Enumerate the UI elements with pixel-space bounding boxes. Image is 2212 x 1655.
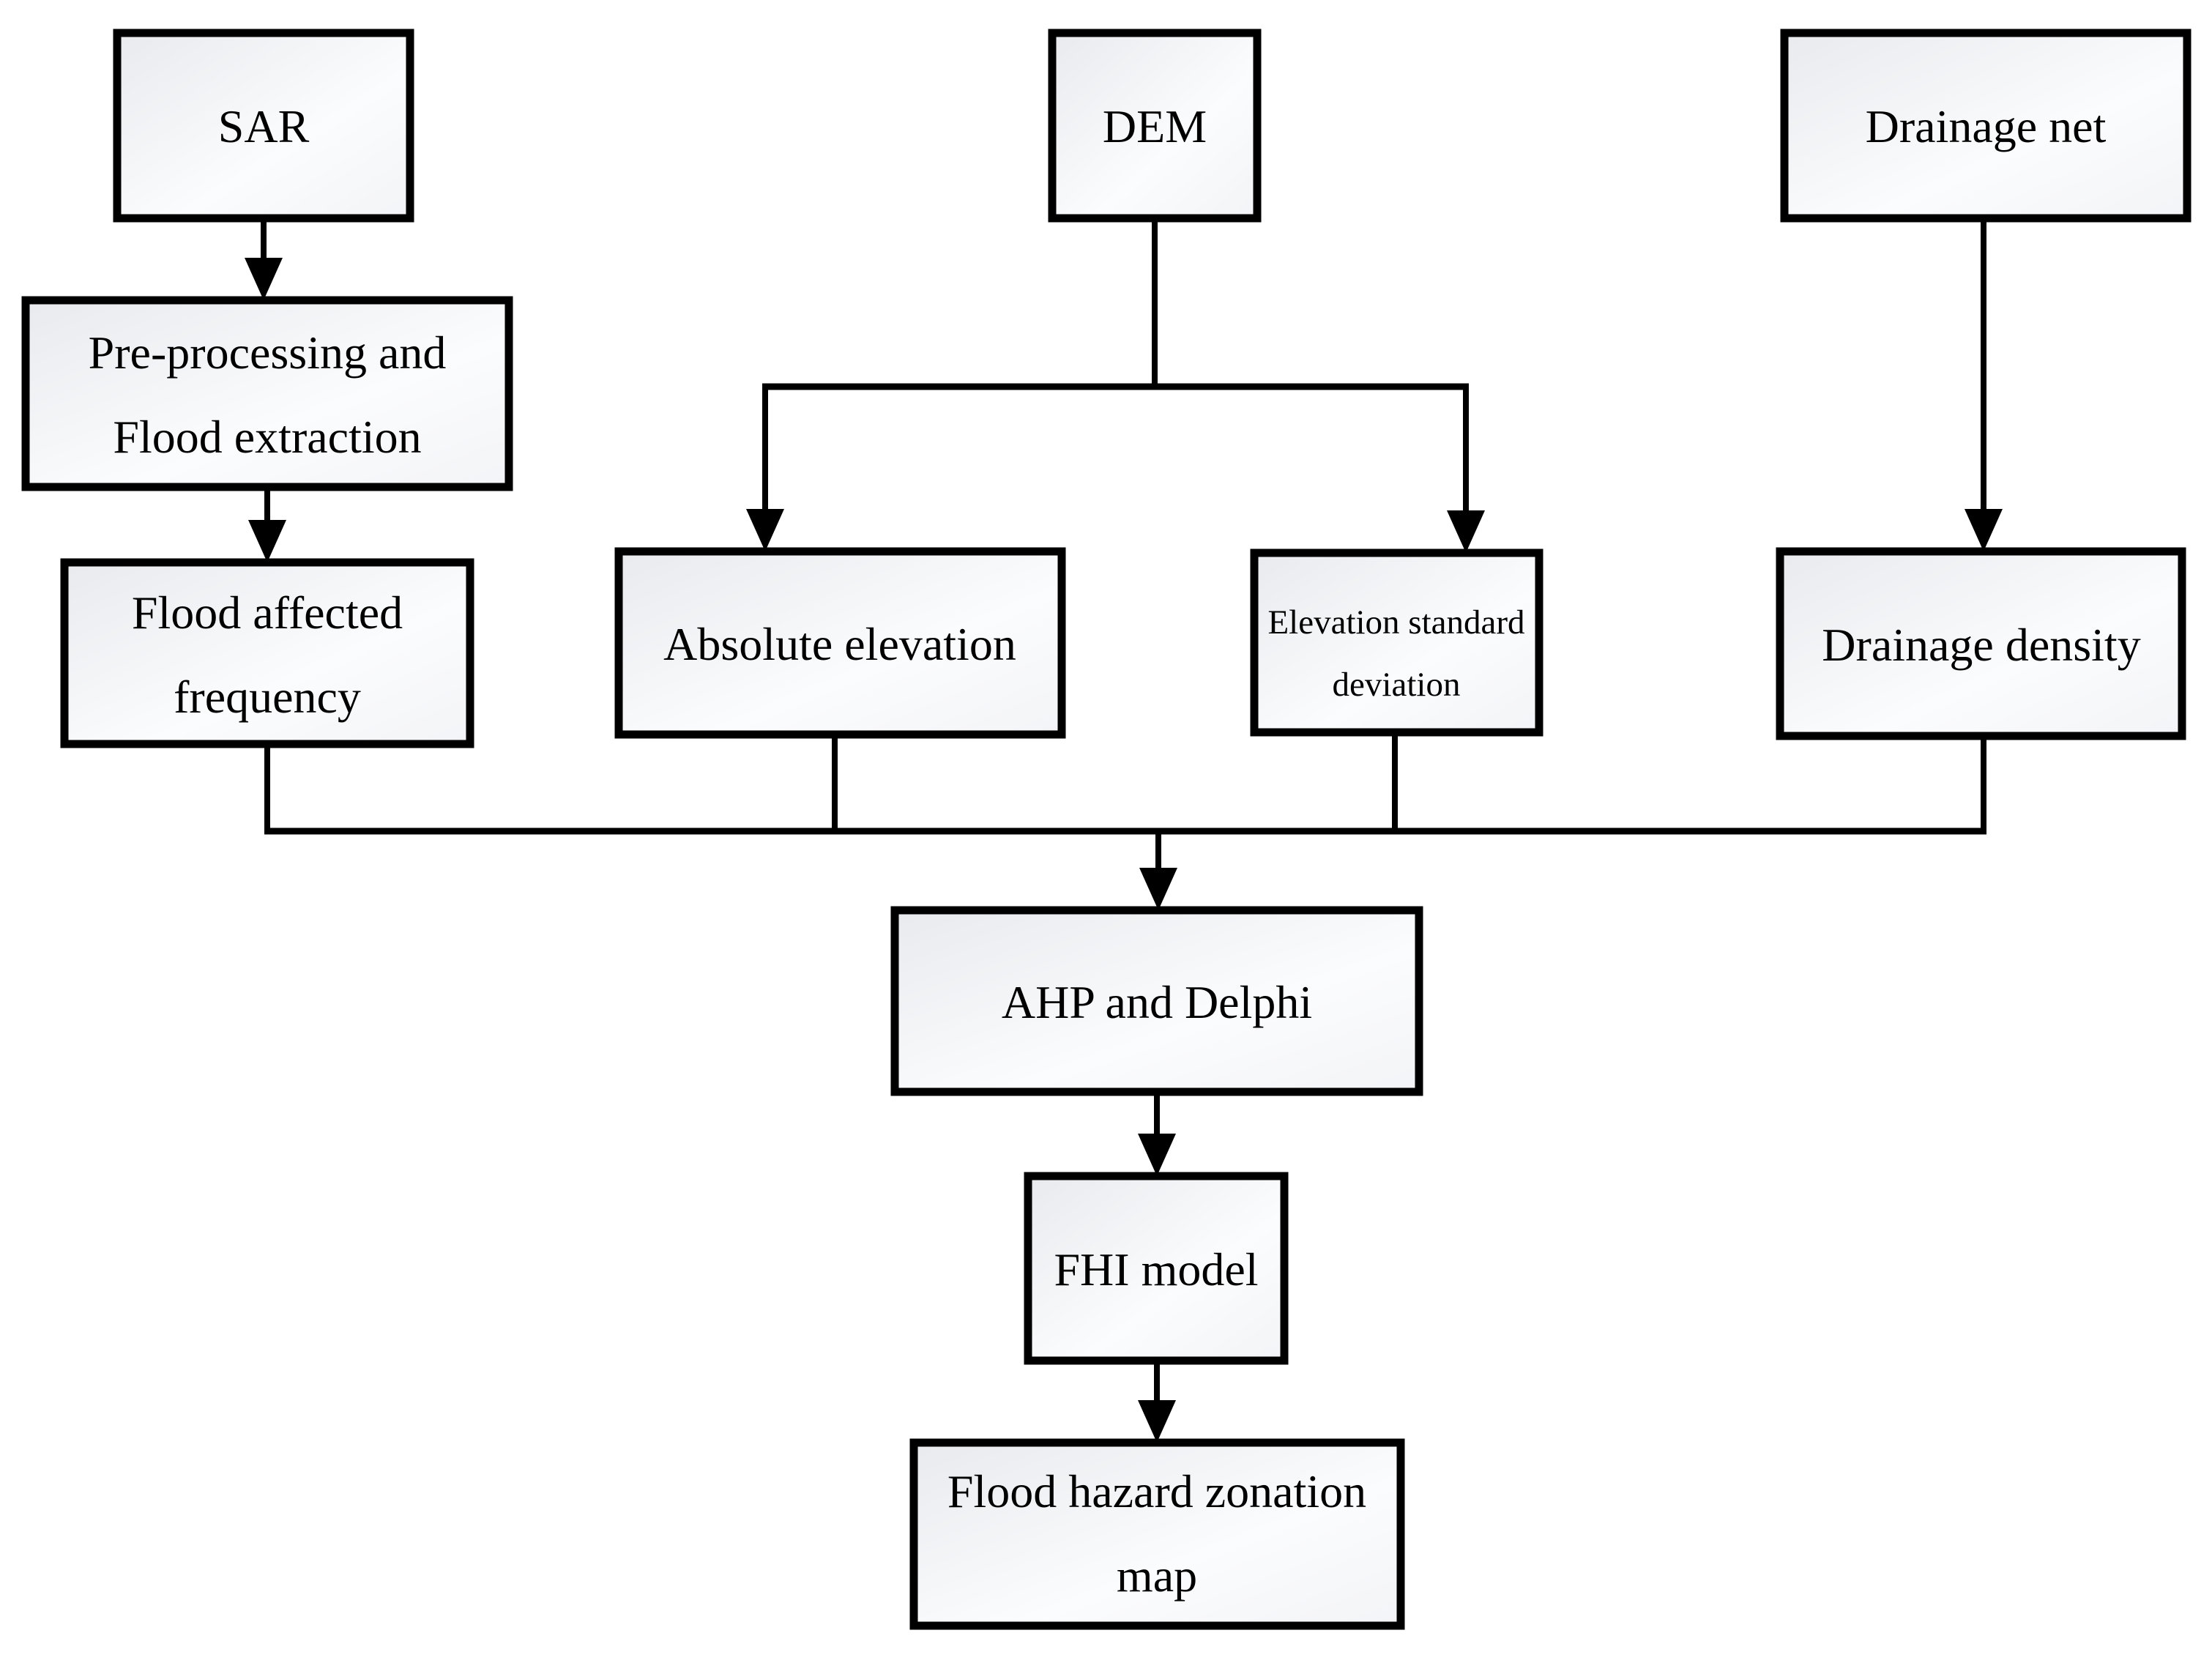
arrowhead-icon	[1139, 868, 1177, 910]
edge-dem-split-trunk	[762, 217, 1469, 390]
node-elevation-standard-deviation: Elevation standard deviation	[1250, 548, 1543, 737]
node-preprocessing-label-line2: Flood extraction	[113, 411, 421, 463]
node-flood-affected-frequency: Flood affected frequency	[60, 558, 474, 748]
node-preprocessing-label-line1: Pre-processing and	[89, 327, 447, 379]
node-absolute-elevation-box	[614, 547, 1066, 739]
arrowhead-icon	[746, 509, 784, 551]
node-dem-label: DEM	[1103, 100, 1207, 152]
edge-drainage-net-to-drainage-density	[1965, 217, 2003, 551]
node-fhi-model-label: FHI model	[1054, 1243, 1258, 1295]
arrowhead-icon	[245, 258, 283, 300]
edge-dem-to-absolute-elevation	[746, 384, 784, 551]
node-sar-box	[113, 29, 414, 223]
node-preprocessing: Pre-processing and Flood extraction	[21, 296, 513, 491]
node-flood-hazard-zonation-map-label-line1: Flood hazard zonation	[947, 1465, 1366, 1517]
node-flood-affected-frequency-label-line1: Flood affected	[132, 587, 403, 639]
arrowhead-icon	[248, 520, 286, 562]
edge-fhi-model-to-flood-hazard-zonation-map	[1138, 1359, 1176, 1443]
node-flood-affected-frequency-label-line2: frequency	[174, 671, 361, 723]
node-absolute-elevation: Absolute elevation	[614, 547, 1066, 739]
node-dem-box	[1048, 29, 1262, 223]
node-drainage-net: Drainage net	[1780, 29, 2191, 223]
node-sar-label: SAR	[218, 100, 310, 152]
node-flood-hazard-zonation-map-label-line2: map	[1117, 1550, 1197, 1602]
edge-dem-to-elevation-standard-deviation	[1447, 384, 1485, 553]
node-absolute-elevation-label: Absolute elevation	[663, 618, 1016, 670]
node-drainage-density-box	[1776, 547, 2186, 740]
edge-connector-to-ahp-and-delphi	[1139, 831, 1177, 910]
node-flood-affected-frequency-box	[60, 558, 474, 748]
arrowhead-icon	[1138, 1134, 1176, 1176]
node-fhi-model-box	[1024, 1172, 1289, 1365]
node-dem: DEM	[1048, 29, 1262, 223]
node-elevation-standard-deviation-box	[1250, 548, 1543, 737]
node-preprocessing-box	[21, 296, 513, 491]
node-elevation-standard-deviation-label-line2: deviation	[1333, 666, 1461, 704]
node-elevation-standard-deviation-label-line1: Elevation standard	[1267, 603, 1524, 641]
node-flood-hazard-zonation-map-box	[909, 1438, 1405, 1630]
edge-ahp-and-delphi-to-fhi-model	[1138, 1090, 1176, 1176]
node-ahp-and-delphi-box	[890, 906, 1423, 1096]
edge-preprocessing-to-flood-affected-frequency	[248, 486, 286, 562]
edge-sar-to-preprocessing	[245, 217, 283, 300]
node-drainage-density: Drainage density	[1776, 547, 2186, 740]
node-drainage-net-label: Drainage net	[1866, 100, 2107, 152]
node-fhi-model: FHI model	[1024, 1172, 1289, 1365]
node-drainage-net-box	[1780, 29, 2191, 223]
node-ahp-and-delphi: AHP and Delphi	[890, 906, 1423, 1096]
node-ahp-and-delphi-label: AHP and Delphi	[1002, 976, 1312, 1028]
arrowhead-icon	[1965, 509, 2003, 551]
merge-connector	[264, 730, 1986, 835]
arrowhead-icon	[1138, 1400, 1176, 1443]
node-drainage-density-label: Drainage density	[1822, 619, 2140, 671]
arrowhead-icon	[1447, 510, 1485, 553]
node-sar: SAR	[113, 29, 414, 223]
node-flood-hazard-zonation-map: Flood hazard zonation map	[909, 1438, 1405, 1630]
